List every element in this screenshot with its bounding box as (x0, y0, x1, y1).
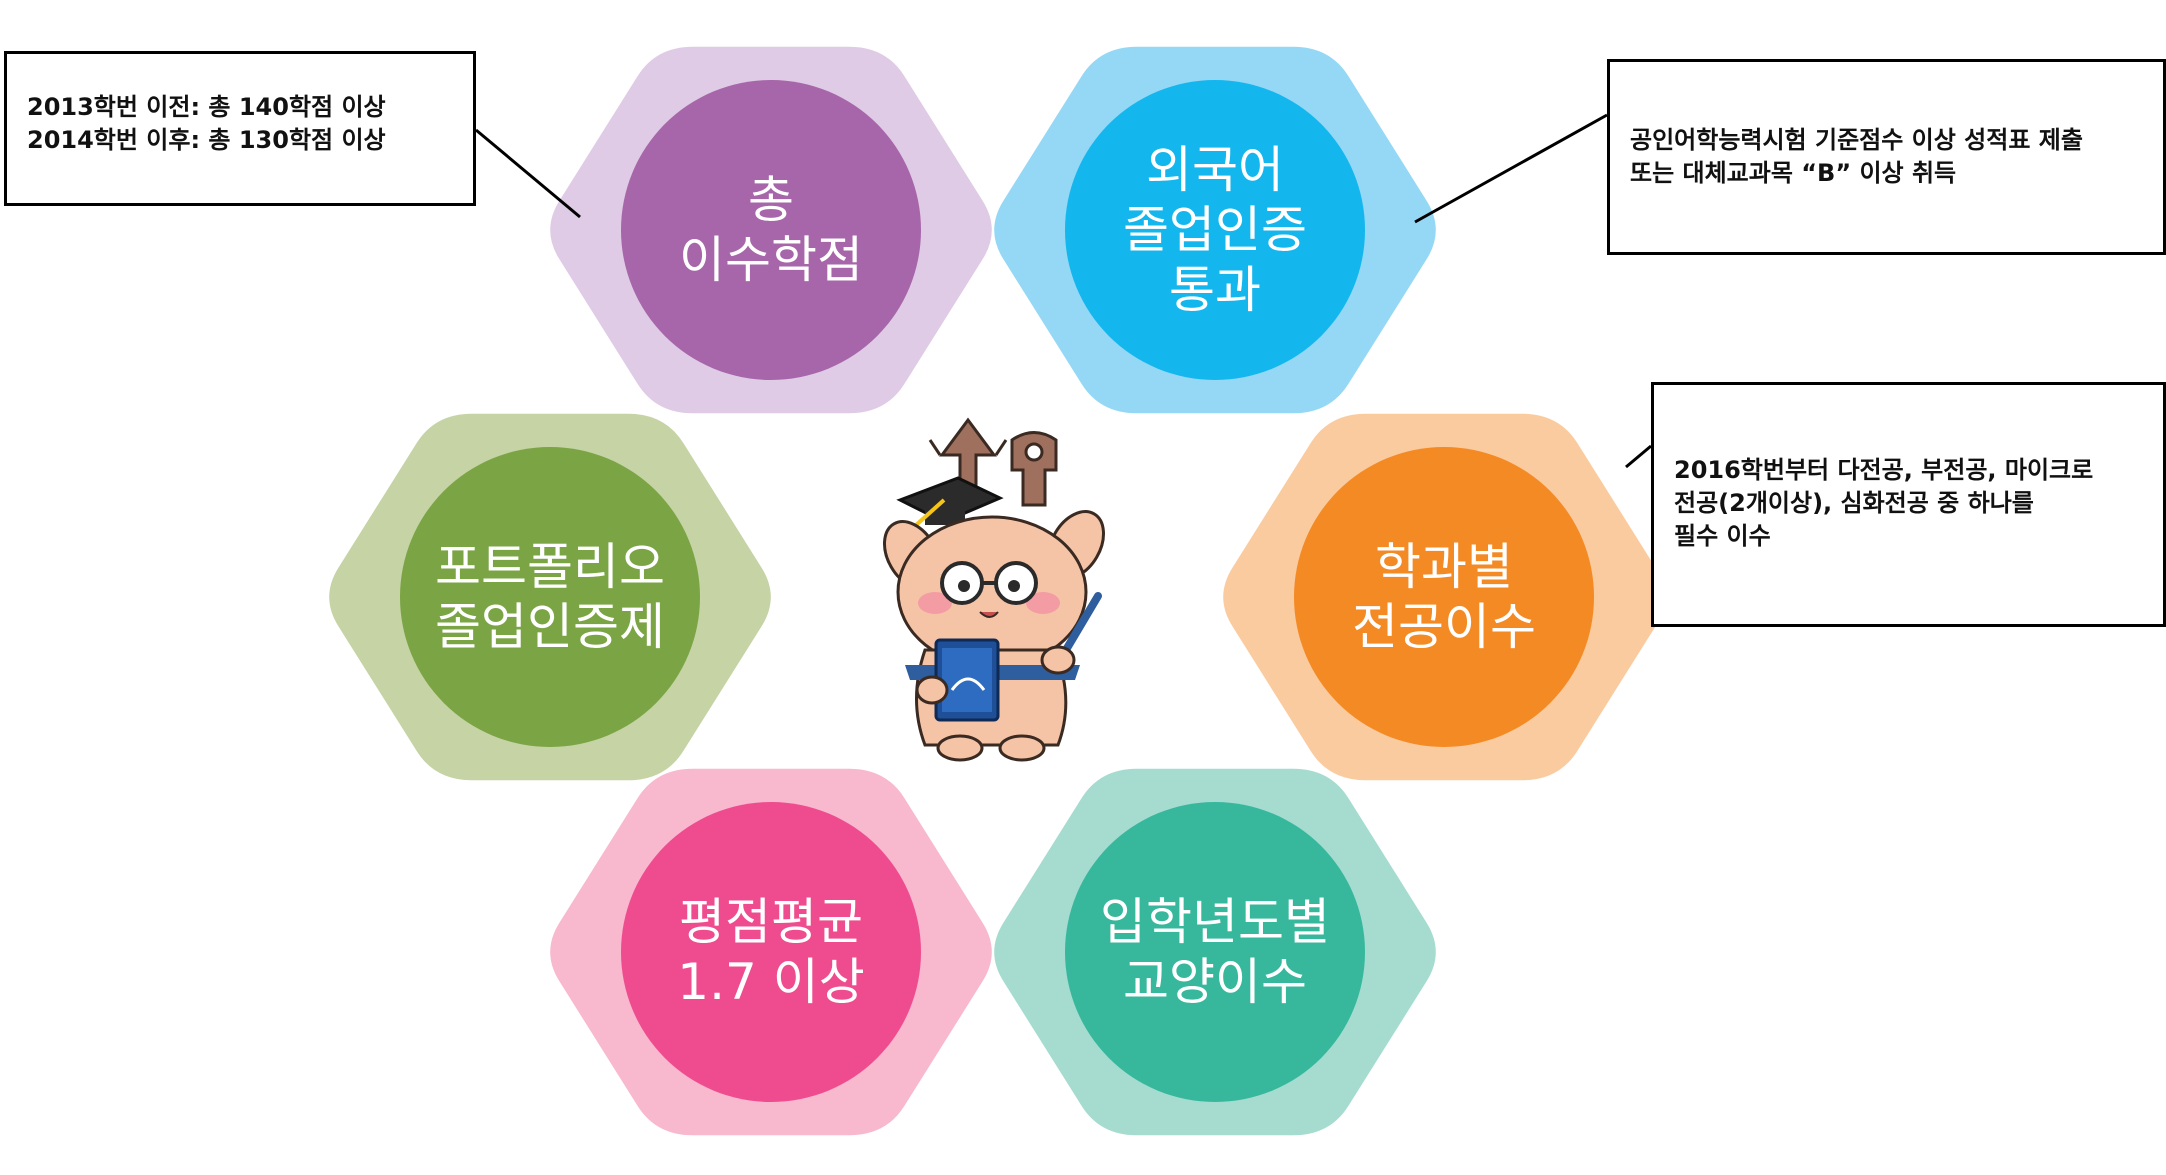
circle-portfolio (400, 447, 700, 747)
note-line: 또는 대체교과목 “B” 이상 취득 (1630, 159, 1957, 187)
book-icon (934, 638, 1000, 722)
label-liberal-arts-by-year: 입학년도별 (1100, 893, 1330, 951)
label-major-by-department: 학과별 (1375, 538, 1513, 596)
circle-foreign-language (1065, 80, 1365, 380)
label-gpa: 1.7 이상 (677, 953, 864, 1011)
cheek (1026, 592, 1060, 614)
note-line: 2014학번 이후: 총 130학점 이상 (27, 126, 386, 154)
deer-mascot-icon (883, 417, 1105, 762)
label-foreign-language: 통과 (1169, 261, 1261, 319)
circle-major-by-department (1294, 447, 1594, 747)
label-total-credits: 총 (748, 171, 794, 229)
note-line: 2016학번부터 다전공, 부전공, 마이크로 (1674, 456, 2094, 484)
connector-foreign-language (1414, 113, 1608, 224)
label-portfolio: 졸업인증제 (435, 598, 665, 656)
connector-major (1625, 444, 1652, 469)
note-line: 2013학번 이전: 총 140학점 이상 (27, 93, 386, 121)
circle-liberal-arts-by-year (1065, 802, 1365, 1102)
note-foreign-language: 공인어학능력시험 기준점수 이상 성적표 제출 또는 대체교과목 “B” 이상 … (1607, 59, 2166, 255)
label-liberal-arts-by-year: 교양이수 (1123, 953, 1307, 1011)
connector-total-credits (475, 128, 581, 219)
circle-total-credits (621, 80, 921, 380)
label-major-by-department: 전공이수 (1352, 598, 1536, 656)
note-major: 2016학번부터 다전공, 부전공, 마이크로 전공(2개이상), 심화전공 중… (1651, 382, 2166, 627)
label-foreign-language: 외국어 (1146, 141, 1284, 199)
circle-gpa (621, 802, 921, 1102)
note-total-credits: 2013학번 이전: 총 140학점 이상 2014학번 이후: 총 130학점… (4, 51, 476, 206)
cheek (918, 592, 952, 614)
label-total-credits: 이수학점 (679, 231, 863, 289)
note-line: 전공(2개이상), 심화전공 중 하나를 (1674, 489, 2034, 517)
label-foreign-language: 졸업인증 (1123, 201, 1307, 259)
label-portfolio: 포트폴리오 (435, 538, 665, 596)
label-gpa: 평점평균 (679, 893, 863, 951)
note-line: 공인어학능력시험 기준점수 이상 성적표 제출 (1630, 126, 2083, 154)
note-line: 필수 이수 (1674, 522, 1771, 550)
connector-lines (475, 113, 1652, 469)
